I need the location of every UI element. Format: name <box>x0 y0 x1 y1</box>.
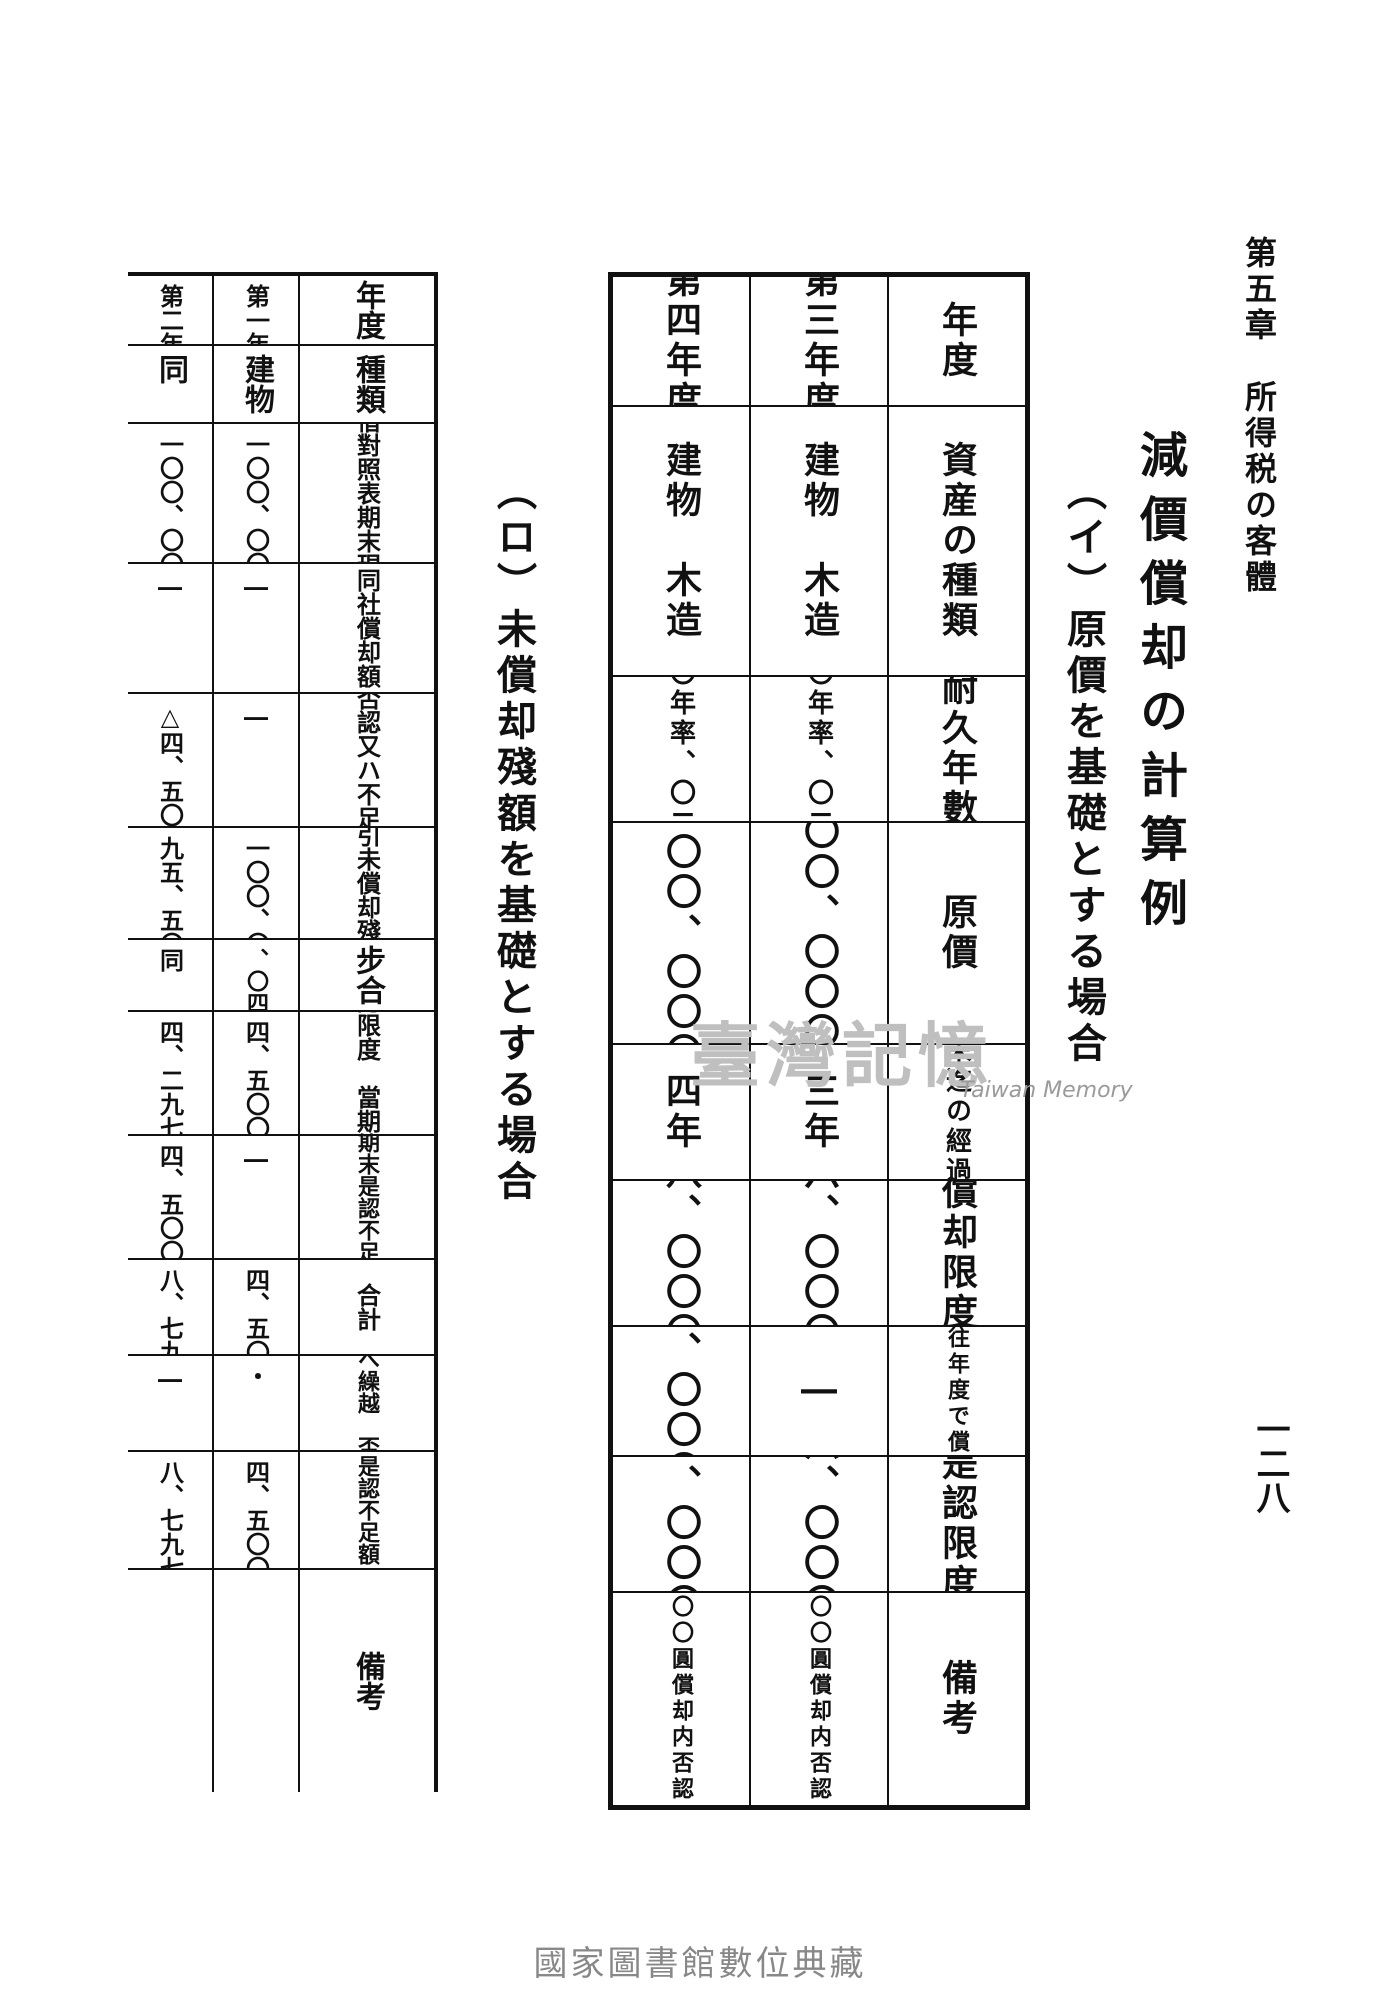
table-cell: 五〇年率、〇二〇 <box>751 677 887 823</box>
header-cell: 年度 <box>889 277 1025 407</box>
table-cell: 四、五〇〇 <box>214 1452 298 1570</box>
header-cell: 會社が既往年度で償却した額 <box>889 1327 1025 1457</box>
table-row: 第一年度 建物 一〇〇、〇〇〇圓 ― ― 一〇〇、〇〇〇 、〇四五 四、五〇〇 … <box>212 276 298 1792</box>
header-cell: 前期末是認不足額 <box>300 1136 434 1260</box>
footer-credit: 國家圖書館數位典藏 <box>533 1944 867 1984</box>
table-cell: 建物 木造 <box>751 407 887 677</box>
header-cell: 備考 <box>936 1659 978 1739</box>
header-cell: 備考 <box>350 1651 385 1711</box>
table-cell: 三年 <box>751 1045 887 1181</box>
table-cell: 第一年度 <box>214 276 298 346</box>
table-cell: 七、〇〇〇 <box>613 1327 749 1457</box>
header-cell: 步合 <box>300 940 434 1012</box>
header-cell: 耐久年數 <box>889 677 1025 823</box>
watermark-caption: Taiwan Memory <box>960 1078 1133 1103</box>
table-cell: 一〇〇、〇〇〇 <box>214 828 298 940</box>
table-cell: ― <box>751 1327 887 1457</box>
header-cell: 年度 <box>300 276 434 346</box>
table-cell: ― <box>214 694 298 828</box>
header-cell: 資産の種類 <box>889 407 1025 677</box>
header-cell: 是認不足額 <box>300 1452 434 1570</box>
table-row: 第二年度 同 一〇〇、〇〇〇 ― △四、五〇〇 九五、五〇〇 同 四、二九七 四… <box>128 276 212 1792</box>
table-cell: 四、二九七 <box>128 1012 212 1136</box>
header-cell: 償却限度 <box>889 1181 1025 1327</box>
header-cell: 前期否認又ハ不足△減 <box>300 694 434 828</box>
table-cell: △四、五〇〇 <box>128 694 212 828</box>
watermark: 臺灣記憶 <box>690 1014 994 1097</box>
table-cell: 九五、五〇〇 <box>128 828 212 940</box>
table-cell: 四、五〇〇 <box>214 1260 298 1356</box>
table-cell: 一〇〇、〇〇〇圓 <box>214 424 298 564</box>
table-cell: 四、五〇〇 <box>128 1136 212 1260</box>
table-cell: ― <box>214 564 298 694</box>
table-cell: ― <box>128 1356 212 1452</box>
header-cell: 貸借對照表期末現在 <box>300 424 434 564</box>
table-cell: 第三年度 <box>751 277 887 407</box>
table-cell <box>214 1570 298 1792</box>
table-cell: 建物 <box>214 346 298 424</box>
chapter-heading: 第五章 所得税の客體 <box>1240 236 1278 596</box>
table-header-column: 年度 資産の種類 耐久年數 原價 本期末迄の經過年數 償却限度 會社が既往年度で… <box>887 277 1025 1805</box>
table-cell: 四年 <box>613 1045 749 1181</box>
table-cell: 八、七九七 <box>128 1452 212 1570</box>
section-heading-ro: （ロ）未償却殘額を基礎とする場合 <box>490 470 537 1206</box>
header-cell: 同社償却額 <box>300 564 434 694</box>
header-cell: 本期末迄の經過年數 <box>889 1045 1025 1181</box>
table-cell: 會社ハ七、〇〇〇圓償却内否認一、〇〇〇圓 <box>751 1593 887 1805</box>
table-cell: 同 <box>128 346 212 424</box>
table-cell: 、〇四五 <box>214 940 298 1012</box>
table-cell: 六、〇〇〇 <box>751 1181 887 1327</box>
header-cell: 種類 <box>300 346 434 424</box>
table-row: 第四年度 建物 木造 五〇年率、〇二〇 一〇〇、〇〇〇 四年 八、〇〇〇 七、〇… <box>613 277 749 1805</box>
table-cell: 會社ハ二、〇〇〇圓償却内否認一、〇〇〇圓 <box>613 1593 749 1805</box>
table-cell: 八、〇〇〇 <box>613 1181 749 1327</box>
table-cell: 第二年度 <box>128 276 212 346</box>
table-cell: ― <box>128 564 212 694</box>
header-cell: 是認限度 <box>889 1457 1025 1593</box>
table-cell: 一〇〇、〇〇〇 <box>128 424 212 564</box>
section-heading-i: （イ）原價を基礎とする場合 <box>1060 470 1107 1068</box>
header-cell: 翌期へ繰越 否認額 <box>300 1356 434 1452</box>
table-row: 第三年度 建物 木造 五〇年率、〇二〇 一〇〇、〇〇〇圓 三年 六、〇〇〇 ― … <box>749 277 887 1805</box>
table-cell: 第四年度 <box>613 277 749 407</box>
header-cell: 原價 <box>889 823 1025 1045</box>
table-cell: 八、七九七 <box>128 1260 212 1356</box>
page-number: 一二八 <box>1250 1412 1290 1514</box>
table-balance-basis: 年度 種類 貸借對照表期末現在 同社償却額 前期否認又ハ不足△減 差引未償却殘額… <box>128 272 438 1792</box>
table-cell: ― <box>214 1136 298 1260</box>
table-cell: 一、〇〇〇 <box>613 1457 749 1593</box>
table-header-column: 年度 種類 貸借對照表期末現在 同社償却額 前期否認又ハ不足△減 差引未償却殘額… <box>298 276 434 1792</box>
table-cell: 一〇〇、〇〇〇 <box>613 823 749 1045</box>
table-cell: ・ <box>214 1356 298 1452</box>
table-cell: 四、五〇〇 <box>214 1012 298 1136</box>
table-cost-basis: 年度 資産の種類 耐久年數 原價 本期末迄の經過年數 償却限度 會社が既往年度で… <box>608 272 1030 1810</box>
table-cell: 同 <box>128 940 212 1012</box>
page-title: 減價償却の計算例 <box>1131 430 1187 942</box>
header-cell: 差引未償却殘額 <box>300 828 434 940</box>
table-cell: 建物 木造 <box>613 407 749 677</box>
table-cell: 五〇年率、〇二〇 <box>613 677 749 823</box>
table-cell: 一〇〇、〇〇〇圓 <box>751 823 887 1045</box>
header-cell: 是認限度 當期算出 <box>300 1012 434 1136</box>
header-cell: 合計 <box>300 1260 434 1356</box>
table-cell: 六、〇〇〇 <box>751 1457 887 1593</box>
table-cell <box>128 1570 212 1792</box>
